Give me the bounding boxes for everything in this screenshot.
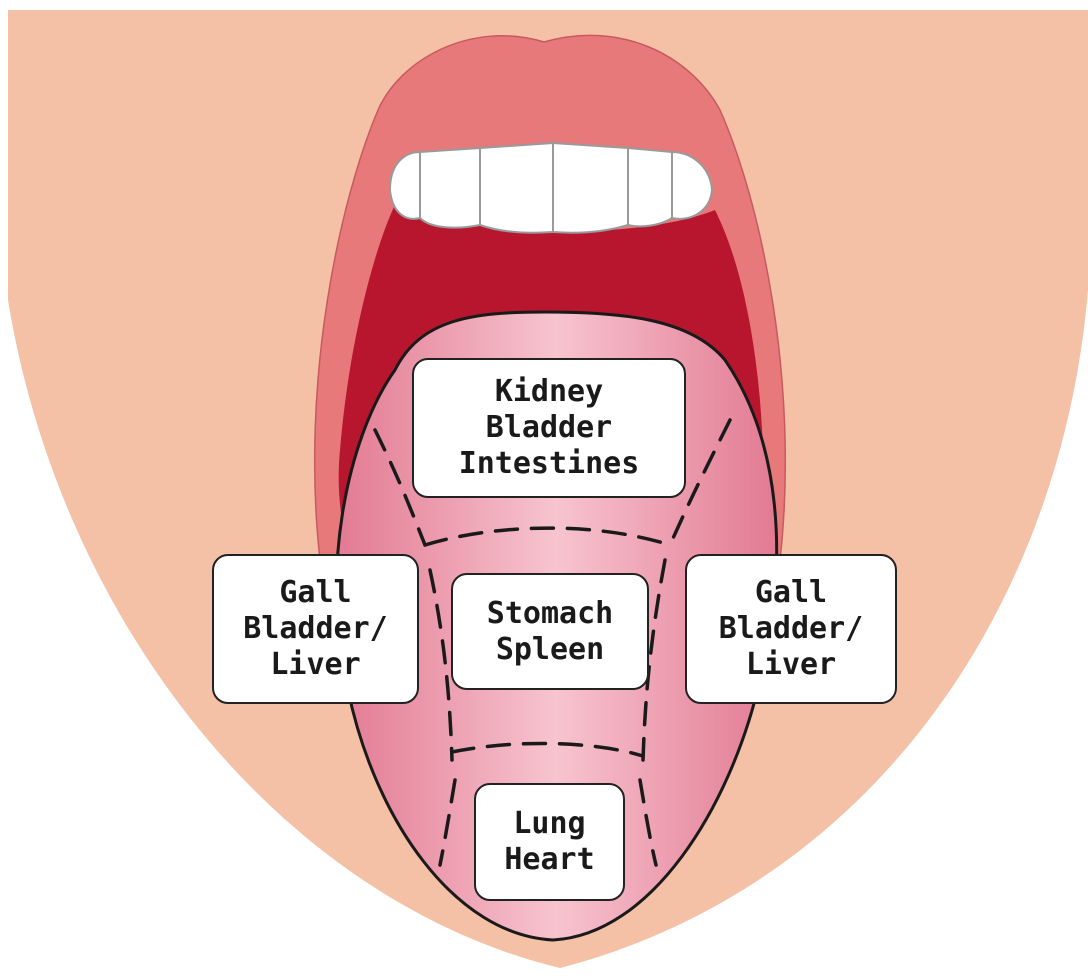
label-stomach-spleen: Stomach Spleen [451,573,649,690]
label-line: Liver [746,647,836,683]
label-line: Spleen [496,632,604,668]
label-lung-heart: Lung Heart [474,783,625,901]
label-line: Bladder [486,410,612,446]
label-line: Lung [513,806,585,842]
label-line: Intestines [459,446,640,482]
label-line: Bladder/ [719,611,864,647]
label-line: Heart [504,842,594,878]
label-gall-bladder-liver-right: Gall Bladder/ Liver [685,554,897,704]
label-kidney-bladder-intestines: Kidney Bladder Intestines [412,358,686,498]
label-line: Bladder/ [243,611,388,647]
label-line: Stomach [487,596,613,632]
label-line: Gall [279,575,351,611]
upper-teeth [390,143,712,233]
label-line: Kidney [495,374,603,410]
label-line: Liver [270,647,360,683]
label-gall-bladder-liver-left: Gall Bladder/ Liver [212,554,419,704]
label-line: Gall [755,575,827,611]
